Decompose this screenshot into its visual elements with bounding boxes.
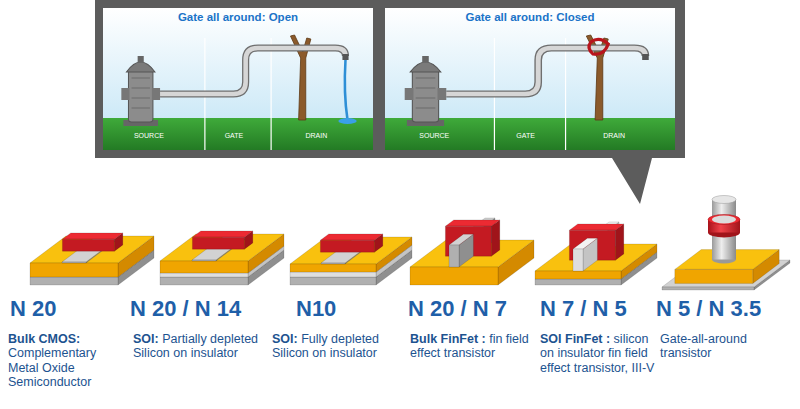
panel-title: Gate all around: Closed — [385, 11, 675, 23]
device-face — [192, 237, 244, 249]
transistor-illustration — [410, 218, 534, 285]
region-label: DRAIN — [603, 132, 625, 139]
device-face — [62, 235, 122, 262]
device-face — [320, 234, 382, 240]
device-face — [160, 273, 248, 277]
hose — [160, 48, 345, 94]
region-label: SOURCE — [134, 132, 164, 139]
hose-knot — [589, 39, 608, 54]
node-generation: N 7 / N 5 — [540, 296, 627, 322]
panel-title: Gate all around: Open — [103, 11, 373, 23]
divider-line — [565, 38, 566, 150]
device-face — [573, 238, 597, 249]
device-face — [569, 224, 623, 230]
transistor-illustration — [160, 231, 284, 285]
transistor-description: SOI: Fully depleted Silicon on insulator — [272, 332, 397, 361]
hose-scene — [385, 8, 675, 150]
device-face — [410, 267, 498, 285]
gate-ring — [708, 215, 740, 238]
device-face — [30, 263, 118, 277]
device-face — [62, 262, 86, 263]
sky — [385, 8, 675, 150]
node-generation: N10 — [296, 296, 336, 322]
hose — [446, 48, 645, 94]
hose-scene — [103, 8, 373, 150]
ground — [103, 118, 373, 150]
device-face — [321, 263, 345, 264]
device-face — [449, 245, 459, 267]
divider-line — [271, 38, 272, 150]
sky — [103, 8, 373, 150]
device-face — [675, 269, 753, 283]
device-face — [192, 260, 216, 261]
region-label: SOURCE — [419, 132, 449, 139]
device-face — [290, 237, 412, 264]
node-generation: N 5 / N 3.5 — [656, 296, 761, 322]
transistor-description: Bulk CMOS: Complementary Metal Oxide Sem… — [8, 332, 126, 390]
device-face — [30, 277, 118, 285]
transistor-description: SOI: Partially depleted Silicon on insul… — [133, 332, 263, 361]
transistor-description: Gate-all-around transistor — [660, 332, 785, 361]
device-face — [160, 261, 248, 273]
node-generation: N 20 — [10, 296, 56, 322]
hose — [160, 48, 345, 94]
device-face — [535, 271, 621, 279]
transistor-illustration — [535, 222, 657, 285]
hydrant-icon — [405, 56, 447, 126]
device-face — [160, 234, 284, 261]
region-label: GATE — [516, 132, 535, 139]
transistor-illustration — [662, 196, 790, 291]
transistor-illustration — [290, 234, 412, 285]
region-label: GATE — [225, 132, 244, 139]
device-face — [192, 233, 252, 260]
transistor-illustration — [30, 233, 154, 285]
transistor-description: SOI FinFet : silicon on insulator fin fi… — [540, 332, 658, 375]
device-face — [320, 240, 374, 252]
device-face — [290, 264, 376, 272]
device-face — [192, 231, 252, 237]
device-face — [535, 279, 621, 285]
device-face — [290, 277, 376, 285]
device-face — [445, 220, 499, 226]
device-face — [321, 236, 381, 263]
water-splash — [338, 118, 356, 124]
device-face — [573, 249, 583, 271]
device-face — [160, 277, 248, 285]
illustration-panel: Gate all around: ClosedSOURCE GATE DRAIN — [385, 8, 675, 150]
transistor-description: Bulk FinFet : fin field effect transisto… — [410, 332, 530, 361]
region-label: DRAIN — [305, 132, 327, 139]
node-generation: N 20 / N 7 — [408, 296, 507, 322]
illustration-panel: Gate all around: OpenSOURCE GATE DRAIN — [103, 8, 373, 150]
device-face — [449, 234, 473, 245]
hydrant-icon — [121, 56, 160, 126]
callout-panel — [95, 0, 685, 204]
device-face — [30, 236, 154, 263]
device-face — [62, 239, 114, 251]
node-generation: N 20 / N 14 — [130, 296, 241, 322]
ground — [385, 118, 675, 150]
water-stream — [345, 60, 348, 120]
nozzle — [642, 54, 649, 60]
device-face — [662, 287, 754, 290]
device-face — [62, 233, 122, 239]
device-face — [290, 272, 376, 277]
nozzle — [342, 54, 348, 60]
hose — [446, 48, 645, 94]
